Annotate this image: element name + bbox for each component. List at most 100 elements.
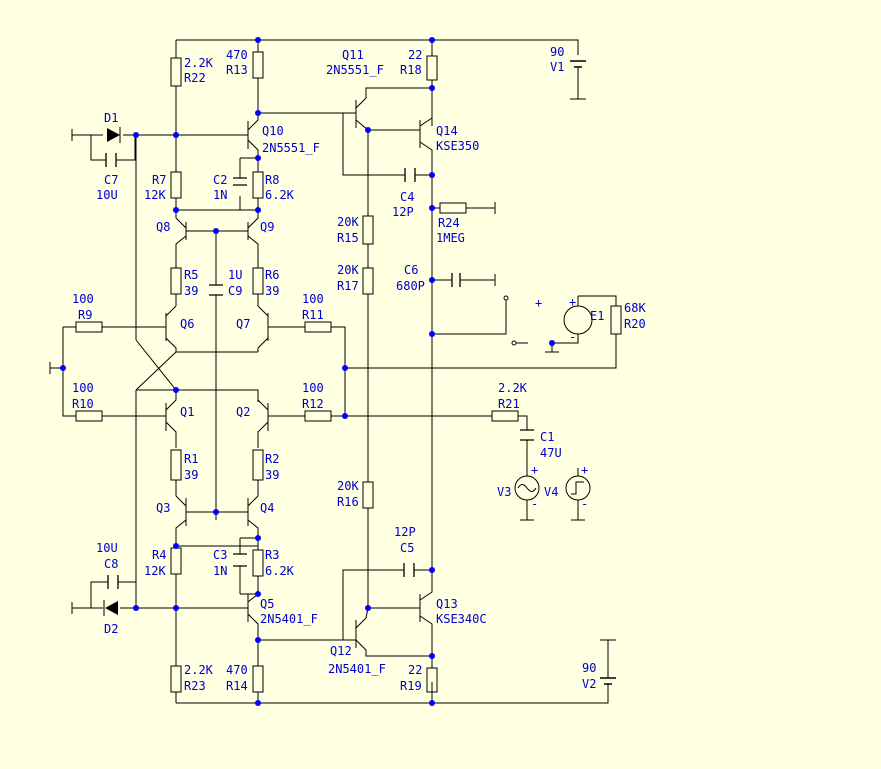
- capacitor-c9: [209, 284, 223, 296]
- resistor-r19: [426, 667, 438, 693]
- label-q11-ref: Q11: [342, 48, 364, 62]
- resistor-r8: [252, 171, 264, 199]
- source-v3: [514, 475, 540, 501]
- label-q1-ref: Q1: [180, 405, 194, 419]
- resistor-r1: [170, 449, 182, 481]
- label-q9-ref: Q9: [260, 220, 274, 234]
- label-r16-value: 20K: [337, 479, 359, 493]
- label-r22-ref: R22: [184, 71, 206, 85]
- label-c4-value: 12P: [392, 205, 414, 219]
- resistors: [75, 51, 622, 693]
- label-v2-ref: V2: [582, 677, 596, 691]
- label-q5-value: 2N5401_F: [260, 612, 318, 626]
- label-q6-ref: Q6: [180, 317, 194, 331]
- label-r18-ref: R18: [400, 63, 422, 77]
- junctions: [60, 37, 555, 706]
- label-c7-value: 10U: [96, 188, 118, 202]
- label-r21-ref: R21: [498, 397, 520, 411]
- label-c2-value: 1N: [213, 188, 227, 202]
- label-r11-ref: R11: [302, 308, 324, 322]
- resistor-r23: [170, 665, 182, 693]
- label-q3-ref: Q3: [156, 501, 170, 515]
- label-r19-ref: R19: [400, 679, 422, 693]
- resistor-r6: [252, 267, 264, 295]
- label-r6-ref: R6: [265, 268, 279, 282]
- resistor-r14: [252, 665, 264, 693]
- label-r1-ref: R1: [184, 452, 198, 466]
- label-r5-value: 39: [184, 284, 198, 298]
- label-e1-plus: +: [535, 296, 542, 310]
- label-c8-ref: C8: [104, 557, 118, 571]
- diode-d2: [105, 601, 118, 615]
- label-r7-value: 12K: [144, 188, 166, 202]
- label-v4-plus: +: [581, 463, 588, 477]
- label-r23-ref: R23: [184, 679, 206, 693]
- resistor-r20: [610, 305, 622, 335]
- label-r15-ref: R15: [337, 231, 359, 245]
- label-v3-minus: -: [531, 497, 538, 511]
- label-q5-ref: Q5: [260, 597, 274, 611]
- label-r9-value: 100: [72, 292, 94, 306]
- label-r16-ref: R16: [337, 495, 359, 509]
- resistor-r5: [170, 267, 182, 295]
- label-r8-value: 6.2K: [265, 188, 295, 202]
- label-r22-value: 2.2K: [184, 56, 214, 70]
- label-c1-value: 47U: [540, 446, 562, 460]
- label-c3-ref: C3: [213, 548, 227, 562]
- terminals: [503, 295, 517, 346]
- label-r21-value: 2.2K: [498, 381, 528, 395]
- label-c5-ref: C5: [400, 541, 414, 555]
- label-c1-ref: C1: [540, 430, 554, 444]
- label-c6-ref: C6: [404, 263, 418, 277]
- sources: [514, 305, 593, 501]
- label-c4-ref: C4: [400, 190, 414, 204]
- label-c2-ref: C2: [213, 173, 227, 187]
- source-v4: [565, 475, 591, 501]
- label-r1-value: 39: [184, 468, 198, 482]
- resistor-r24: [439, 202, 467, 214]
- label-r2-ref: R2: [265, 452, 279, 466]
- label-r20-ref: R20: [624, 317, 646, 331]
- resistor-r15: [362, 215, 374, 245]
- label-e1-ref: E1: [590, 309, 604, 323]
- resistor-r17: [362, 267, 374, 295]
- resistor-r12: [304, 410, 332, 422]
- label-v1-ref: V1: [550, 60, 564, 74]
- supply-v2: [600, 639, 616, 690]
- label-v2-value: 90: [582, 661, 596, 675]
- label-r2-value: 39: [265, 468, 279, 482]
- label-r19-value: 22: [408, 663, 422, 677]
- label-c5-value: 12P: [394, 525, 416, 539]
- label-r6-value: 39: [265, 284, 279, 298]
- resistor-r13: [252, 51, 264, 79]
- label-v1-value: 90: [550, 45, 564, 59]
- label-r3-value: 6.2K: [265, 564, 295, 578]
- label-q2-ref: Q2: [236, 405, 250, 419]
- capacitor-c8: [107, 575, 119, 589]
- label-q14-value: KSE350: [436, 139, 479, 153]
- label-r10-ref: R10: [72, 397, 94, 411]
- label-r10-value: 100: [72, 381, 94, 395]
- diodes: [103, 127, 121, 616]
- resistor-r3: [252, 549, 264, 577]
- label-q11-value: 2N5551_F: [326, 63, 384, 77]
- label-q8-ref: Q8: [156, 220, 170, 234]
- label-c7-ref: C7: [104, 173, 118, 187]
- label-q13-value: KSE340C: [436, 612, 487, 626]
- label-r12-ref: R12: [302, 397, 324, 411]
- label-r3-ref: R3: [265, 548, 279, 562]
- capacitor-c7: [105, 153, 117, 167]
- label-d1-ref: D1: [104, 111, 118, 125]
- label-r17-value: 20K: [337, 263, 359, 277]
- label-r7-ref: R7: [152, 173, 166, 187]
- label-q12-value: 2N5401_F: [328, 662, 386, 676]
- label-v3-ref: V3: [497, 485, 511, 499]
- labels: 2.2K R22 470 R13 Q11 2N5551_F 22 R18 90 …: [72, 45, 646, 693]
- label-q10-ref: Q10: [262, 124, 284, 138]
- wires: [50, 39, 617, 704]
- label-r23-value: 2.2K: [184, 663, 214, 677]
- capacitor-c4: [404, 168, 416, 182]
- label-r8-ref: R8: [265, 173, 279, 187]
- label-r18-value: 22: [408, 48, 422, 62]
